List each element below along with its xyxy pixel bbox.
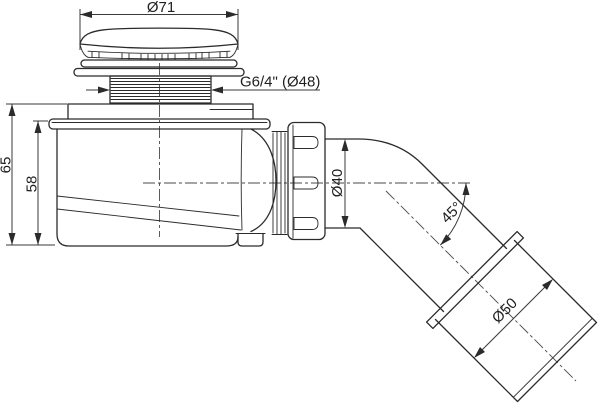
arrowhead-bottom bbox=[341, 216, 349, 228]
cap-slats bbox=[91, 51, 228, 61]
arrowhead-lower bbox=[474, 347, 485, 358]
nut-slot-middle bbox=[293, 176, 319, 190]
body-outline bbox=[56, 128, 239, 247]
siphon-body bbox=[48, 103, 277, 247]
cap-flange-plate bbox=[73, 67, 245, 77]
body-inner-slope-2 bbox=[56, 208, 242, 231]
socket-outline bbox=[434, 239, 598, 403]
nut-slot-bottom bbox=[293, 217, 319, 230]
cap-slat-top-line bbox=[87, 50, 231, 54]
dim-overall-height-label: 65 bbox=[0, 157, 15, 174]
diagonal-centerline bbox=[385, 190, 577, 382]
arrowhead-left bbox=[80, 11, 92, 18]
thread-lines bbox=[110, 78, 211, 100]
outlet-pipe bbox=[324, 138, 598, 403]
body-inner-slope-1 bbox=[56, 195, 240, 217]
dim-pipe-diameter-label: Ø50 bbox=[489, 295, 521, 327]
arrowhead-upper bbox=[462, 183, 470, 195]
body-foot bbox=[237, 232, 264, 247]
dim-elbow-angle: 45° bbox=[438, 182, 470, 246]
arrowhead-upper bbox=[542, 279, 553, 290]
dim-thread: G6/4" (Ø48) bbox=[86, 74, 320, 94]
arrowhead-top bbox=[8, 104, 16, 116]
socket-end-inner-line bbox=[512, 317, 593, 398]
pipe-collar bbox=[425, 230, 525, 330]
dim-cap-diameter: Ø71 bbox=[79, 0, 239, 50]
centerlines bbox=[143, 63, 577, 382]
dim-outlet-diameter-label: Ø40 bbox=[329, 169, 346, 197]
dome-cap-top bbox=[79, 27, 239, 45]
dim-thread-label: G6/4" (Ø48) bbox=[240, 74, 320, 91]
arrowhead-top bbox=[34, 121, 42, 133]
dim-outlet-diameter: Ø40 bbox=[329, 139, 349, 228]
outlet-dome-boss bbox=[250, 128, 277, 233]
arrowhead-bottom bbox=[8, 233, 16, 245]
arrowhead-bottom bbox=[34, 233, 42, 245]
dim-body-height-label: 58 bbox=[24, 176, 41, 193]
pipe-top-edge bbox=[324, 138, 508, 250]
pipe-bottom-edge bbox=[324, 227, 445, 313]
gasket-rings bbox=[271, 131, 288, 235]
thread-section bbox=[109, 75, 212, 104]
arrowhead-left bbox=[98, 86, 110, 94]
cap-assembly bbox=[73, 27, 245, 77]
dim-cap-diameter-label: Ø71 bbox=[147, 0, 175, 16]
arrowhead-top bbox=[341, 139, 349, 151]
outlet-rear-edge bbox=[240, 128, 243, 231]
cap-slat-bottom-line bbox=[87, 56, 231, 60]
arrowhead-right bbox=[226, 11, 238, 18]
body-step-plate bbox=[67, 103, 254, 120]
arrowhead-lower bbox=[440, 234, 452, 246]
thread-body bbox=[109, 75, 212, 104]
dome-skirt-right bbox=[229, 43, 239, 58]
dome-cap-rim bbox=[79, 43, 239, 49]
nut-slot-top bbox=[293, 136, 319, 149]
dome-skirt-left bbox=[79, 43, 89, 58]
nut-body bbox=[287, 121, 326, 241]
union-nut bbox=[271, 121, 326, 241]
body-top-flange bbox=[48, 118, 271, 130]
cap-seal-ring bbox=[80, 59, 238, 68]
dim-body-height: 58 bbox=[24, 120, 48, 245]
arrowhead-right bbox=[211, 86, 223, 94]
dim-overall-height: 65 bbox=[0, 103, 67, 246]
